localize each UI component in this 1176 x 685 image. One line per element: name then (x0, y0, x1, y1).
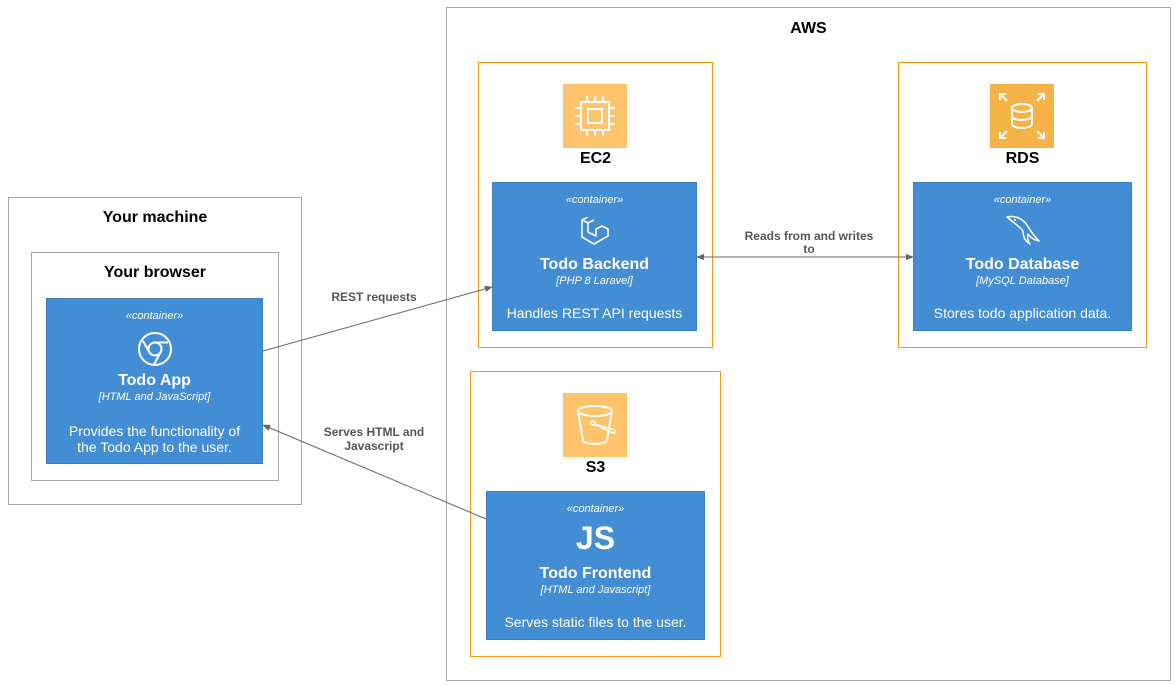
todo-database-name: Todo Database (965, 256, 1080, 273)
todo-backend-description: Handles REST API requests (506, 305, 683, 321)
rest-requests-label: REST requests (331, 290, 417, 304)
js-icon: JS (575, 520, 616, 556)
aws-boundary-title: AWS (790, 20, 827, 37)
rds-database-icon (990, 84, 1054, 148)
todo-frontend-stereotype: «container» (566, 503, 625, 515)
todo-app-name: Todo App (118, 372, 191, 389)
s3-bucket-icon (563, 393, 627, 457)
todo-backend-tech: [PHP 8 Laravel] (556, 275, 633, 287)
machine-boundary-title: Your machine (102, 209, 208, 226)
aws-boundary: AWS (446, 7, 1171, 681)
serves-html-arrow (262, 424, 487, 520)
todo-app-tech: [HTML and JavaScript] (98, 391, 211, 403)
todo-app-container[interactable]: «container» Todo App [HTML and JavaScrip… (46, 298, 263, 464)
rest-requests-arrow (262, 285, 493, 352)
serves-relation-label-line2: Javascript (344, 439, 404, 453)
laravel-icon (580, 217, 609, 245)
db-relation-label-line1: Reads from and writes (744, 229, 874, 243)
browser-boundary: Your browser (31, 252, 279, 481)
rds-boundary: RDS (898, 62, 1147, 348)
todo-backend-container[interactable]: «container» Todo Backend [PHP 8 Laravel]… (492, 182, 697, 331)
todo-app-description-line1: Provides the functionality of (68, 423, 241, 439)
todo-backend-stereotype: «container» (565, 194, 624, 206)
todo-app-stereotype: «container» (125, 310, 184, 322)
ec2-chip-icon (563, 84, 627, 148)
s3-boundary: S3 (470, 371, 721, 657)
todo-frontend-name: Todo Frontend (539, 565, 652, 582)
rds-boundary-title: RDS (1005, 150, 1040, 167)
ec2-boundary: EC2 (478, 62, 713, 348)
chrome-icon (137, 332, 172, 366)
mysql-icon (1005, 215, 1040, 245)
todo-frontend-container[interactable]: «container» JS Todo Frontend [HTML and J… (486, 491, 705, 640)
todo-database-stereotype: «container» (993, 194, 1052, 206)
db-relation-label-line2: to (803, 242, 815, 256)
serves-relation-label-line1: Serves HTML and (323, 425, 425, 439)
todo-frontend-tech: [HTML and Javascript] (540, 584, 651, 596)
machine-boundary: Your machine (8, 197, 302, 505)
todo-database-tech: [MySQL Database] (976, 275, 1069, 287)
todo-app-description-line2: the Todo App to the user. (77, 439, 232, 455)
s3-boundary-title: S3 (585, 459, 606, 476)
browser-boundary-title: Your browser (104, 264, 206, 281)
todo-frontend-description: Serves static files to the user. (504, 614, 687, 630)
todo-database-description: Stores todo application data. (933, 305, 1112, 321)
todo-backend-name: Todo Backend (539, 256, 650, 273)
ec2-boundary-title: EC2 (579, 150, 612, 167)
